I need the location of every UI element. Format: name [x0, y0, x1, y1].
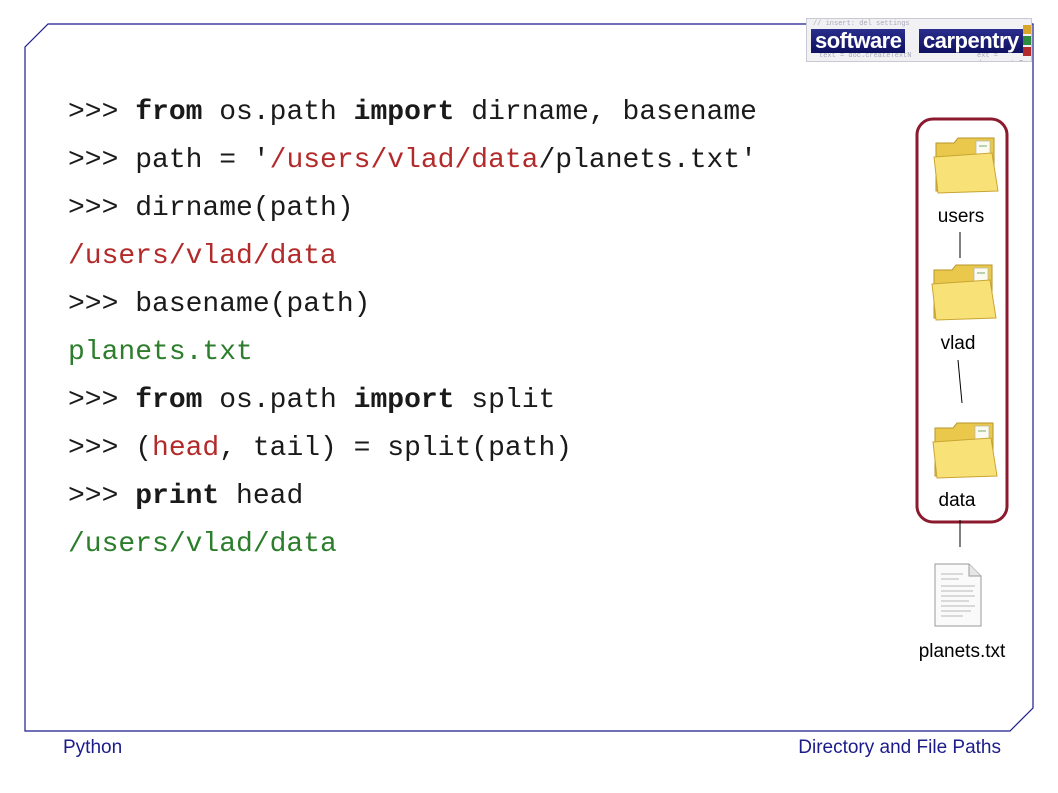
logo-square: [1023, 25, 1031, 34]
code-output-basename: planets.txt: [68, 337, 253, 368]
head-highlight: head: [152, 433, 220, 464]
keyword-import: import: [353, 385, 455, 416]
folder-label-data: data: [938, 490, 976, 511]
folder-label-vlad: vlad: [940, 333, 976, 354]
keyword-import: import: [353, 97, 455, 128]
folder-label-users: users: [937, 206, 985, 227]
path-dir-highlight: /users/vlad/data: [269, 145, 539, 176]
folder-icon-vlad: [931, 264, 997, 321]
code-line-5: >>> basename(path): [68, 289, 371, 320]
tree-connector: [957, 359, 963, 404]
logo-square: [1023, 47, 1031, 56]
code-output-head: /users/vlad/data: [68, 529, 337, 560]
keyword-from: from: [135, 385, 203, 416]
text-file-icon: [934, 563, 982, 627]
dirname-highlight-box: [915, 117, 1009, 524]
logo-word-software: software: [811, 29, 906, 53]
keyword-from: from: [135, 97, 203, 128]
code-line-1: >>> from os.path import dirname, basenam…: [68, 97, 757, 128]
code-line-2: >>> path = '/users/vlad/data/planets.txt…: [68, 145, 757, 176]
logo-square: [1023, 36, 1031, 45]
folder-icon-users: [933, 137, 999, 194]
software-carpentry-logo: // insert: del settings text = doc.creat…: [806, 18, 1032, 62]
folder-icon-data: [932, 422, 998, 479]
code-line-3: >>> dirname(path): [68, 193, 354, 224]
footer-course-title: Python: [63, 737, 123, 758]
logo-ghost-text: ext = doc.createText: [977, 52, 1031, 61]
logo-ghost-text: // insert: del settings: [813, 20, 910, 28]
keyword-print: print: [135, 481, 220, 512]
logo-ghost-text: text = doc.createTextN: [819, 52, 912, 60]
code-line-8: >>> (head, tail) = split(path): [68, 433, 573, 464]
logo-word-carpentry: carpentry: [919, 29, 1023, 53]
footer-lecture-title: Directory and File Paths: [798, 737, 1001, 758]
code-line-9: >>> print head: [68, 481, 304, 512]
file-label-planets: planets.txt: [918, 641, 1006, 662]
code-output-dirname: /users/vlad/data: [68, 241, 337, 272]
code-line-7: >>> from os.path import split: [68, 385, 556, 416]
